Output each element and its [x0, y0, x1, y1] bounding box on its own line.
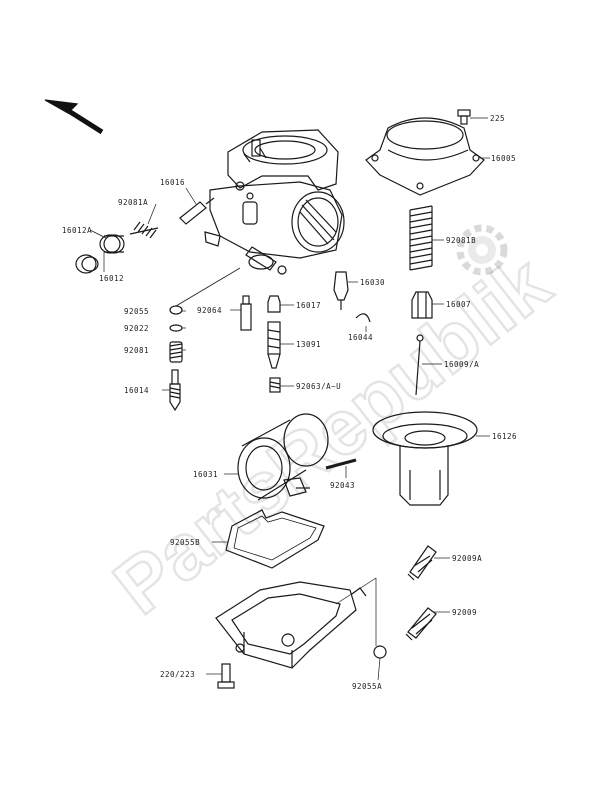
o-ring — [169, 305, 183, 315]
label-92063: 92063/A~U — [296, 382, 342, 391]
idle-adjuster — [75, 234, 125, 274]
label-92081: 92081 — [124, 346, 150, 355]
label-92081b: 92081B — [446, 236, 477, 245]
spring-92081 — [169, 341, 183, 363]
label-225: 225 — [490, 114, 506, 123]
label-92055: 92055 — [124, 307, 150, 316]
leader-lines — [89, 117, 490, 681]
label-16030: 16030 — [360, 278, 386, 287]
label-220-223: 220/223 — [160, 670, 196, 679]
drain-screw-92009a — [407, 545, 437, 581]
vacuum-piston — [372, 411, 478, 506]
float-valve — [333, 271, 349, 310]
needle-jet — [267, 321, 281, 369]
spring — [409, 205, 433, 271]
label-92043: 92043 — [330, 481, 356, 490]
pin-92064 — [240, 295, 252, 331]
label-92055b: 92055B — [170, 538, 201, 547]
jet-16017 — [267, 295, 281, 313]
label-16012: 16012 — [99, 274, 125, 283]
main-jet — [269, 377, 281, 393]
pilot-screw — [179, 197, 215, 225]
label-92009a: 92009A — [452, 554, 483, 563]
top-cover — [365, 117, 485, 196]
label-16016: 16016 — [160, 178, 186, 187]
float-assembly — [237, 413, 329, 501]
label-92055a: 92055A — [352, 682, 383, 691]
clip — [355, 313, 371, 323]
drain-screw-92009 — [405, 607, 437, 641]
small-spring — [129, 221, 159, 239]
gear-icon — [456, 224, 508, 276]
screw-225 — [457, 109, 471, 125]
label-16007: 16007 — [446, 300, 472, 309]
label-16031: 16031 — [193, 470, 219, 479]
label-16014: 16014 — [124, 386, 150, 395]
needle-holder — [411, 291, 433, 319]
label-92064: 92064 — [197, 306, 223, 315]
label-92081a: 92081A — [118, 198, 149, 207]
bowl-screw — [217, 663, 235, 689]
label-16009: 16009/A — [444, 360, 480, 369]
jet-needle — [415, 334, 424, 396]
label-16126: 16126 — [492, 432, 518, 441]
label-92022: 92022 — [124, 324, 150, 333]
direction-arrow-icon — [44, 99, 104, 135]
label-13091: 13091 — [296, 340, 322, 349]
float-pin — [325, 458, 357, 470]
carburetor-body — [204, 129, 345, 275]
mixture-screw — [169, 369, 181, 412]
label-16017: 16017 — [296, 301, 322, 310]
gasket — [225, 509, 325, 569]
label-16012a: 16012A — [62, 226, 93, 235]
float-bowl — [215, 581, 367, 669]
watermark: PartsRepublik — [97, 224, 567, 632]
label-16044: 16044 — [348, 333, 374, 342]
label-16005: 16005 — [491, 154, 517, 163]
label-92009: 92009 — [452, 608, 478, 617]
washer — [169, 324, 183, 332]
bowl-o-ring — [373, 645, 387, 659]
